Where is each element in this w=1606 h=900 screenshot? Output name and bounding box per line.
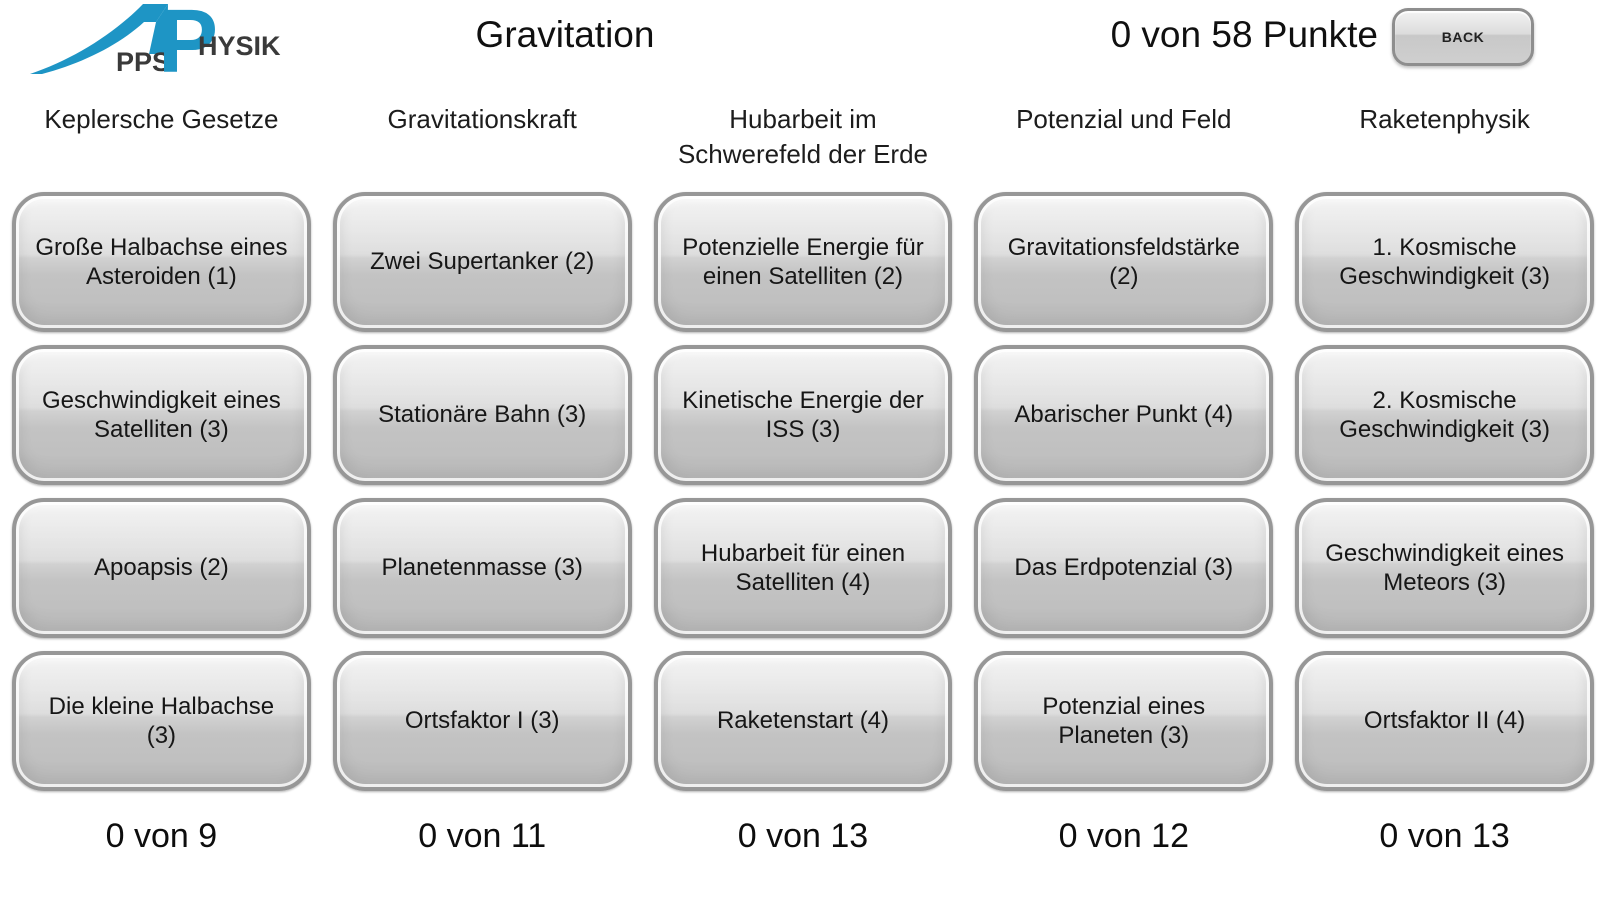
column-raketenphysik: Raketenphysik 1. Kosmische Geschwindigke… — [1295, 92, 1594, 856]
task-button[interactable]: Gravitationsfeldstärke (2) — [974, 192, 1274, 332]
task-button[interactable]: Ortsfaktor I (3) — [332, 651, 632, 791]
task-button[interactable]: Potenzial eines Planeten (3) — [974, 651, 1274, 791]
logo-text-hysik: HYSIK — [198, 31, 281, 61]
task-button[interactable]: Apoapsis (2) — [12, 498, 311, 638]
column-gravitationskraft: Gravitationskraft Zwei Supertanker (2) S… — [332, 92, 632, 856]
task-list: 1. Kosmische Geschwindigkeit (3) 2. Kosm… — [1295, 192, 1594, 791]
task-button[interactable]: Kinetische Energie der ISS (3) — [653, 345, 953, 485]
back-button[interactable]: BACK — [1392, 8, 1534, 66]
task-button[interactable]: Stationäre Bahn (3) — [332, 345, 632, 485]
task-list: Zwei Supertanker (2) Stationäre Bahn (3)… — [332, 192, 632, 791]
logo-text-p: P — [158, 2, 218, 82]
logo-a-swoosh — [30, 4, 168, 74]
page-title: Gravitation — [475, 14, 655, 55]
column-score: 0 von 13 — [737, 817, 869, 855]
column-hubarbeit: Hubarbeit im Schwerefeld der Erde Potenz… — [653, 92, 953, 856]
task-button[interactable]: Große Halbachse eines Asteroiden (1) — [12, 192, 311, 332]
column-keplersche-gesetze: Keplersche Gesetze Große Halbachse eines… — [12, 92, 311, 856]
column-title: Hubarbeit im Schwerefeld der Erde — [677, 104, 928, 170]
task-list: Potenzielle Energie für einen Satelliten… — [653, 192, 953, 791]
task-button[interactable]: Geschwindigkeit eines Meteors (3) — [1295, 498, 1594, 638]
task-button[interactable]: Potenzielle Energie für einen Satelliten… — [653, 192, 953, 332]
total-points: 0 von 58 Punkte — [1110, 14, 1378, 55]
column-title: Potenzial und Feld — [1016, 104, 1232, 134]
apps-physik-logo-icon: PPS P HYSIK — [28, 0, 290, 92]
column-title: Keplersche Gesetze — [44, 104, 279, 134]
column-score: 0 von 11 — [418, 817, 547, 855]
task-button[interactable]: Die kleine Halbachse (3) — [12, 651, 311, 791]
logo-text-pps: PPS — [116, 47, 170, 77]
task-button[interactable]: Planetenmasse (3) — [332, 498, 632, 638]
task-button[interactable]: Geschwindigkeit eines Satelliten (3) — [12, 345, 311, 485]
logo-svg: PPS P HYSIK — [30, 0, 281, 92]
task-button[interactable]: Zwei Supertanker (2) — [332, 192, 632, 332]
app-header: PPS P HYSIK Gravitation 0 von 58 Punkte … — [0, 0, 1606, 92]
task-list: Große Halbachse eines Asteroiden (1) Ges… — [12, 192, 311, 791]
column-score: 0 von 12 — [1058, 817, 1190, 855]
column-title: Raketenphysik — [1359, 104, 1530, 134]
task-button[interactable]: Das Erdpotenzial (3) — [974, 498, 1274, 638]
task-button[interactable]: Raketenstart (4) — [653, 651, 953, 791]
task-board: Keplersche Gesetze Große Halbachse eines… — [0, 92, 1606, 856]
task-button[interactable]: Abarischer Punkt (4) — [974, 345, 1274, 485]
task-button[interactable]: Hubarbeit für einen Satelliten (4) — [653, 498, 953, 638]
logo-a-leg — [149, 4, 168, 54]
task-button[interactable]: Ortsfaktor II (4) — [1295, 651, 1594, 791]
column-title: Gravitationskraft — [387, 104, 577, 134]
column-potenzial-und-feld: Potenzial und Feld Gravitationsfeldstärk… — [974, 92, 1274, 856]
task-list: Gravitationsfeldstärke (2) Abarischer Pu… — [974, 192, 1274, 791]
column-score: 0 von 9 — [105, 817, 218, 855]
task-button[interactable]: 2. Kosmische Geschwindigkeit (3) — [1295, 345, 1594, 485]
task-button[interactable]: 1. Kosmische Geschwindigkeit (3) — [1295, 192, 1594, 332]
column-score: 0 von 13 — [1379, 817, 1510, 855]
